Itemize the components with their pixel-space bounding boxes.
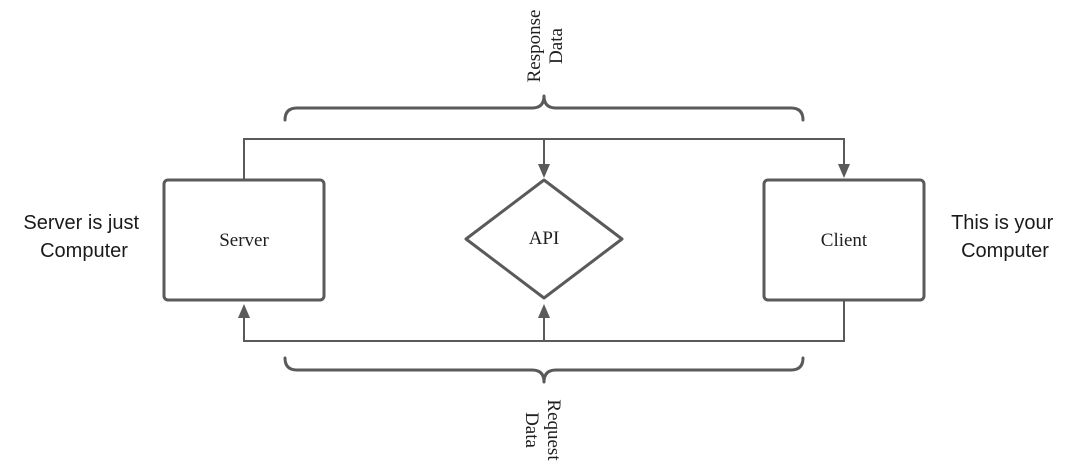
- request-label-line-1: Request: [543, 399, 564, 461]
- request-label-line-2: Data: [521, 412, 542, 448]
- response-brace: [283, 94, 805, 122]
- client-note-line-1: This is your: [951, 212, 1054, 234]
- client-node: Client: [762, 178, 926, 302]
- client-note-line-2: Computer: [961, 240, 1049, 262]
- response-label-line-2: Data: [546, 28, 567, 64]
- request-label: Request Data: [521, 399, 564, 461]
- client-note: This is your Computer: [951, 212, 1059, 262]
- api-label: API: [529, 228, 560, 249]
- server-note-line-1: Server is just: [23, 212, 139, 234]
- client-label: Client: [821, 230, 868, 251]
- client-input-arrowhead: [838, 164, 850, 178]
- server-input-arrowhead: [238, 304, 250, 318]
- response-label-line-1: Response: [524, 10, 545, 83]
- server-note-line-2: Computer: [40, 240, 128, 262]
- server-label: Server: [219, 230, 269, 251]
- response-label: Response Data: [524, 10, 567, 83]
- server-node: Server: [162, 178, 326, 302]
- api-bottom-arrowhead: [538, 304, 550, 318]
- api-node: API: [464, 178, 624, 300]
- server-note: Server is just Computer: [23, 212, 144, 262]
- request-brace: [283, 356, 805, 384]
- api-top-arrowhead: [538, 164, 550, 178]
